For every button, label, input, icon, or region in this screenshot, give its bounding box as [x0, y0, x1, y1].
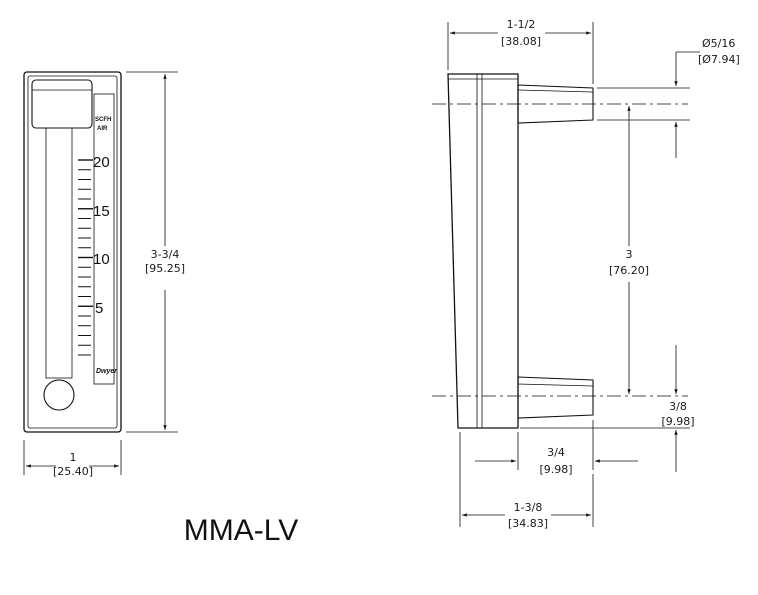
- width-dim-label: 1: [70, 451, 77, 464]
- flow-knob: [31, 79, 93, 129]
- scale-medium-label: AIR: [97, 126, 108, 132]
- top-port-fitting: [517, 84, 594, 124]
- width-dim-mm: [25.40]: [53, 465, 93, 478]
- overall-depth-label: 1-3/8: [514, 501, 543, 514]
- side-body-outline: [447, 73, 519, 429]
- port-length-label: 3/4: [547, 446, 565, 459]
- float-ball: [43, 379, 75, 411]
- depth-dim-label: 1-1/2: [507, 18, 536, 31]
- port-dia-mm: [Ø7.94]: [698, 53, 740, 66]
- port-dia-label: Ø5/16: [702, 37, 735, 50]
- scale-unit-label: SCFH: [95, 117, 111, 123]
- bottom-offset-label: 3/8: [669, 400, 687, 413]
- model-name: MMA-LV: [184, 514, 298, 547]
- overall-depth-mm: [34.83]: [508, 517, 548, 530]
- center-dim-label: 3: [626, 248, 633, 261]
- scale-label-20: 20: [93, 154, 110, 171]
- brand-logo-text: Dwyer: [96, 368, 118, 375]
- side-view: 1-1/2 [38.08] Ø5/16 [Ø7.94] 3 [76.20] 3/…: [432, 18, 740, 530]
- front-body-outline: [23, 71, 122, 433]
- bottom-port-edge: [517, 383, 594, 387]
- height-dim-mm: [95.25]: [145, 262, 185, 275]
- scale-ticks: [78, 159, 93, 356]
- scale-label-10: 10: [93, 251, 110, 268]
- port-length-mm: [9.98]: [539, 463, 572, 476]
- front-view: SCFH AIR 20 15 10 5 Dwyer 3-3/4 [95.25] …: [23, 71, 185, 478]
- center-dim-mm: [76.20]: [609, 264, 649, 277]
- scale-label-5: 5: [95, 300, 103, 317]
- height-dim-label: 3-3/4: [151, 248, 180, 261]
- flow-tube: [45, 127, 73, 379]
- bottom-offset-mm: [9.98]: [661, 415, 694, 428]
- depth-dim-mm: [38.08]: [501, 35, 541, 48]
- scale-plate: [93, 93, 115, 385]
- scale-label-15: 15: [93, 203, 110, 220]
- bottom-port-fitting: [517, 376, 594, 419]
- top-port-edge: [517, 89, 594, 93]
- front-body-inner: [27, 75, 118, 429]
